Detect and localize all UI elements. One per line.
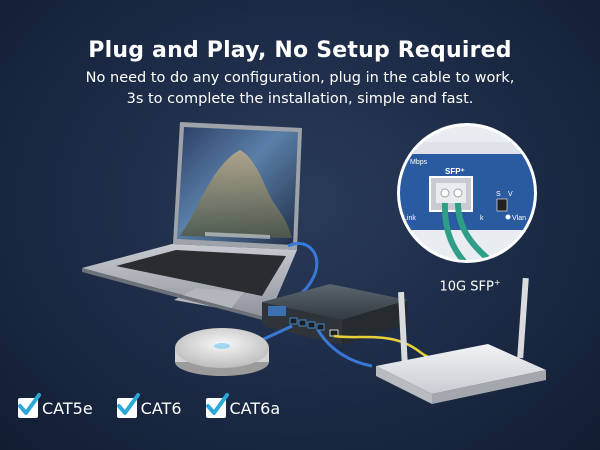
- supported-cables: CAT5e CAT6 CAT6a: [18, 393, 281, 418]
- zoom-link-label: Link: [403, 215, 416, 222]
- laptop-edge: [82, 268, 270, 322]
- zoom-port-label: SFP⁺: [445, 167, 465, 176]
- zoom-link2-label: k: [480, 215, 484, 222]
- router-top: [376, 344, 546, 394]
- switch-port-2: [298, 319, 307, 327]
- sfp-caption-sup: +: [493, 278, 501, 287]
- switch-port-1: [289, 317, 298, 325]
- blue-cable-router: [316, 329, 373, 368]
- subtext-line-1: No need to do any configuration, plug in…: [85, 70, 515, 86]
- zoom-switch-v-label: V: [508, 191, 513, 198]
- zoom-mbps-label: Mbps: [410, 159, 428, 166]
- sfp-caption-main: 10G SFP: [439, 279, 494, 295]
- laptop-keyboard: [116, 250, 286, 296]
- switch-port-3: [307, 321, 316, 329]
- cable-label: CAT6: [140, 398, 182, 418]
- subtext-line-2: 3s to complete the installation, simple …: [126, 91, 474, 107]
- checkbox-checked-icon: [205, 393, 229, 418]
- router-side: [432, 370, 546, 404]
- zoom-fiber-left: [441, 202, 473, 260]
- cable-item-cat5e: CAT5e: [18, 393, 93, 418]
- cable-item-cat6a: CAT6a: [205, 393, 281, 418]
- switch-label-strip: [268, 306, 286, 316]
- zoom-dip-switch: [496, 198, 508, 212]
- laptop-dock: [205, 232, 270, 239]
- zoom-switch-s-label: S: [496, 191, 501, 198]
- router-antenna-right: [517, 277, 529, 359]
- cable-item-cat6: CAT6: [116, 393, 182, 418]
- checkbox-checked-icon: [116, 393, 140, 418]
- headline: Plug and Play, No Setup Required: [88, 38, 512, 63]
- switch-port-4: [316, 323, 325, 331]
- cable-label: CAT6a: [229, 398, 281, 418]
- zoom-vlan-label: Vlan: [512, 215, 526, 222]
- switch-top: [262, 284, 408, 320]
- router-antenna-left: [398, 291, 408, 369]
- cable-label: CAT5e: [42, 398, 93, 418]
- network-switch: [262, 284, 408, 345]
- switch-sfp-port: [329, 329, 339, 337]
- ceiling-access-point: [175, 328, 269, 376]
- switch-front-right: [342, 300, 408, 345]
- subtext: No need to do any configuration, plug in…: [0, 68, 600, 110]
- laptop-wallpaper-island: [180, 150, 292, 238]
- sfp-zoom-panel: Mbps SFP⁺ Link k Vlan S V: [397, 123, 537, 263]
- checkbox-checked-icon: [18, 393, 41, 418]
- wireless-router: [376, 277, 546, 404]
- laptop-trackpad: [174, 288, 244, 310]
- sfp-caption: 10G SFP+: [430, 278, 510, 294]
- router-front: [376, 366, 432, 404]
- laptop: [82, 122, 302, 322]
